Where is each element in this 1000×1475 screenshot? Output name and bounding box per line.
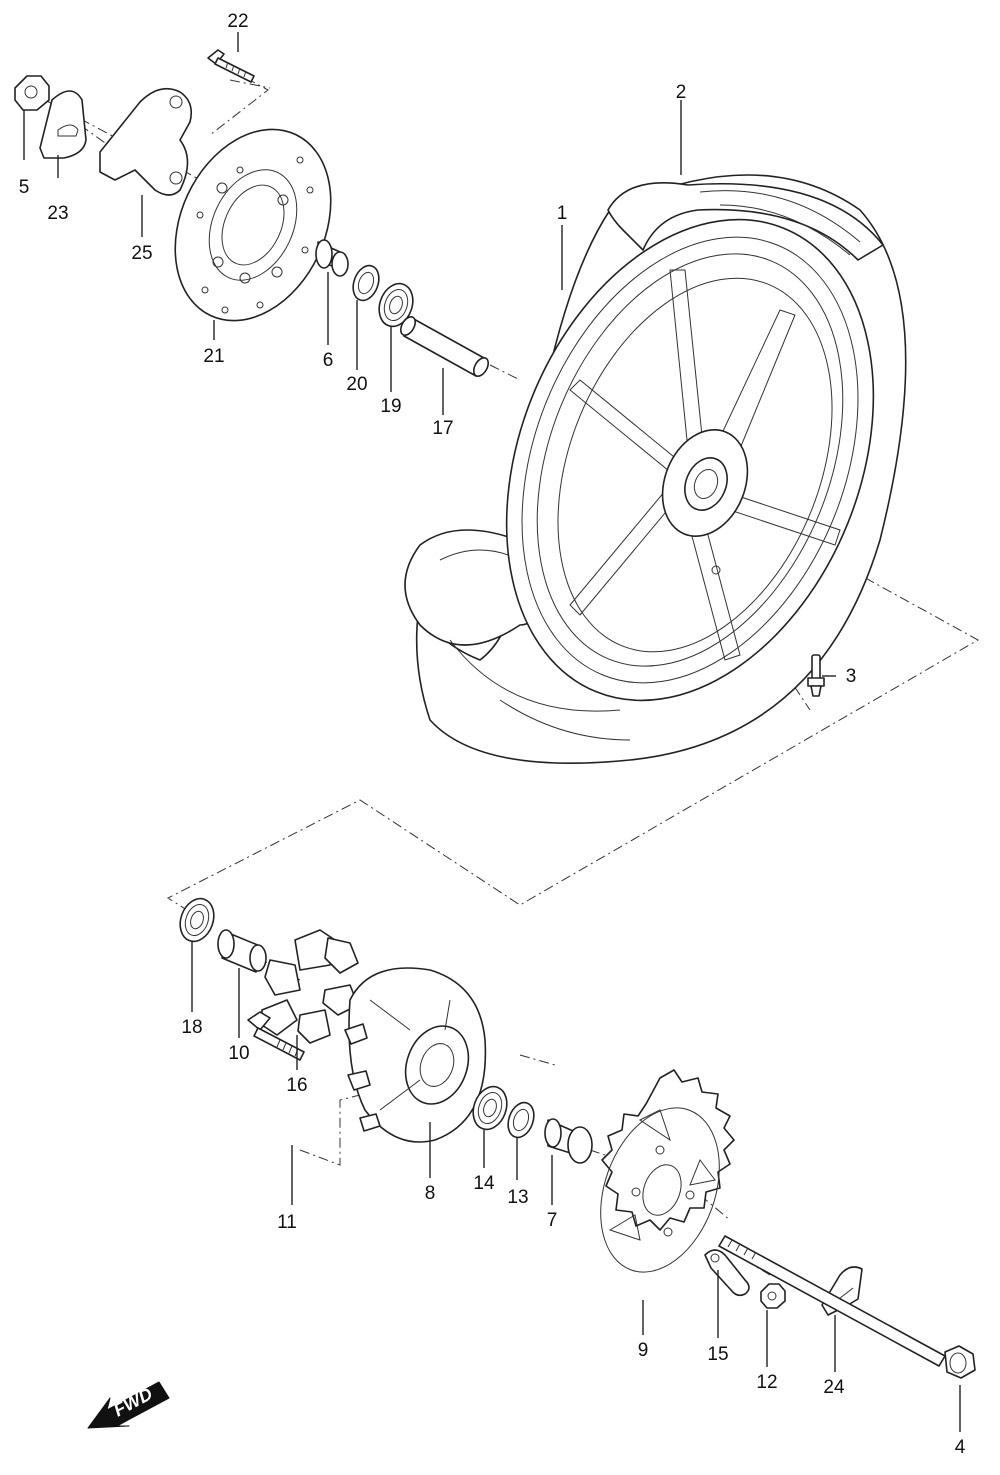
callout-2: 2 [676,82,687,103]
part-22-screw [207,49,255,83]
callout-10: 10 [228,1043,249,1064]
part-12-nut [760,1283,786,1309]
callout-14: 14 [473,1173,495,1194]
callout-5: 5 [19,177,30,198]
part-16-damper-rubbers [261,929,359,1044]
part-10-collar [217,929,267,973]
callout-11: 11 [277,1212,297,1233]
callout-25: 25 [131,243,152,264]
part-15-lock-plate [704,1249,750,1297]
callout-9: 9 [638,1340,649,1361]
callout-8: 8 [425,1183,436,1204]
part-9-sprocket [600,1069,735,1273]
part-7-collar [544,1118,593,1164]
callout-22: 22 [227,11,248,32]
part-6-collar [315,239,349,277]
callout-23: 23 [47,203,68,224]
callout-1: 1 [557,203,568,224]
part-17-spacer-tube [399,316,490,377]
part-14-bearing [472,1085,508,1131]
part-5-nut [14,75,50,111]
callout-18: 18 [181,1017,202,1038]
callout-4: 4 [955,1437,966,1458]
part-20-washer [352,264,380,302]
callout-12: 12 [756,1372,777,1393]
callout-13: 13 [507,1187,528,1208]
part-13-washer [507,1101,535,1139]
callout-16: 16 [286,1075,307,1096]
callout-15: 15 [707,1344,728,1365]
leader-lines [23,32,961,1432]
callout-6: 6 [323,350,334,371]
part-23-bracket [39,90,87,159]
part-11-bolt [247,1011,305,1061]
callout-17: 17 [432,418,453,439]
part-18-bearing [179,897,215,943]
part-1-2-wheel-assembly [404,174,907,764]
callout-20: 20 [346,374,367,395]
part-8-sprocket-hub [344,967,487,1143]
forward-arrow-icon: FWD [87,1381,170,1429]
callout-3: 3 [846,666,857,687]
callout-7: 7 [547,1210,558,1231]
callout-labels: 22 5 23 25 21 6 20 19 17 1 2 3 18 10 16 … [19,11,966,1458]
part-19-bearing [378,282,414,328]
callout-21: 21 [203,346,224,367]
part-21-brake-disc [174,128,332,322]
part-3-valve [807,654,825,697]
callout-24: 24 [823,1377,845,1398]
callout-19: 19 [380,396,401,417]
part-25-caliper-bracket [99,87,193,196]
part-4-axle [718,1235,976,1379]
